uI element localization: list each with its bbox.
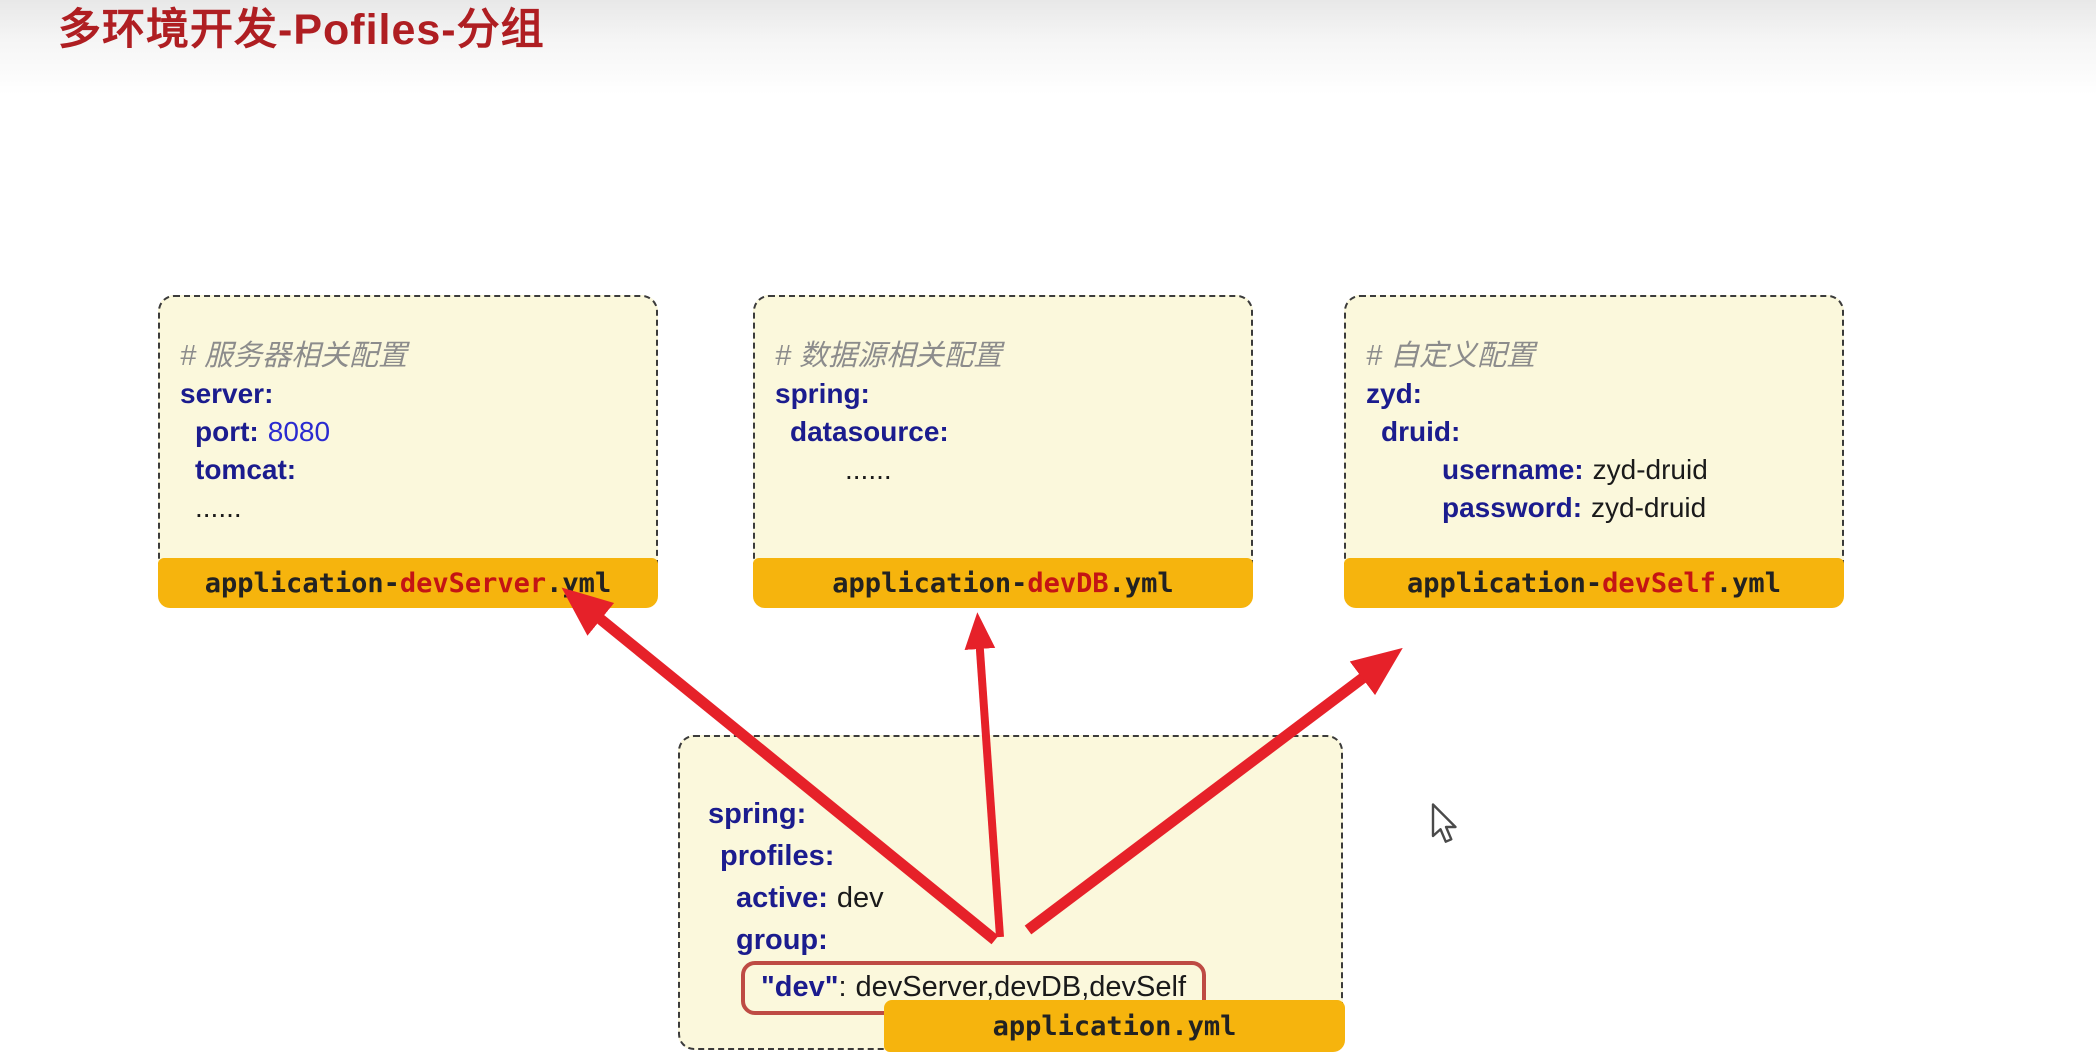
filename-band-devserver: application-devServer.yml <box>158 558 658 608</box>
filename: application.yml <box>992 1010 1237 1042</box>
yaml-line: username: zyd-druid <box>1366 451 1834 489</box>
yaml-line: group: <box>708 919 1333 961</box>
filename-prefix: application- <box>204 567 400 599</box>
filename-band-devself: application-devSelf.yml <box>1344 558 1844 608</box>
yaml-line: password: zyd-druid <box>1366 489 1834 527</box>
yaml-line: druid: <box>1366 413 1834 451</box>
yaml-key: tomcat: <box>195 454 297 485</box>
page-title: 多环境开发-Pofiles-分组 <box>58 6 545 54</box>
yaml-key: spring: <box>708 798 807 830</box>
yaml-line: server: <box>180 375 648 413</box>
yaml-key: "dev" <box>761 971 839 1003</box>
yaml-key: zyd: <box>1366 378 1422 409</box>
yaml-ellipsis: ...... <box>845 454 892 485</box>
yaml-comment: # 数据源相关配置 <box>775 340 1003 372</box>
filename-ext: .yml <box>1715 567 1781 599</box>
yaml-line: spring: <box>708 793 1333 835</box>
config-box-devself: # 自定义配置 zyd: druid: username:zyd-druid p… <box>1344 295 1844 608</box>
yaml-line: spring: <box>775 375 1243 413</box>
yaml-line: port: 8080 <box>180 413 648 451</box>
config-box-devserver: # 服务器相关配置 server: port: 8080 tomcat: ....… <box>158 295 658 608</box>
yaml-value: dev <box>836 882 884 914</box>
yaml-key: password: <box>1442 492 1583 523</box>
yaml-key: username: <box>1442 454 1584 485</box>
yaml-line: datasource: <box>775 413 1243 451</box>
yaml-key: spring: <box>775 378 870 409</box>
config-box-application: spring: profiles: active:dev group: "dev… <box>678 735 1345 1052</box>
yaml-key: group: <box>736 924 828 956</box>
mouse-cursor-icon <box>1431 803 1457 843</box>
filename-ext: .yml <box>546 567 612 599</box>
yaml-value: zyd-druid <box>1592 454 1708 485</box>
yaml-key: druid: <box>1381 416 1461 447</box>
filename-band-application: application.yml <box>884 1000 1345 1052</box>
filename-prefix: application- <box>832 567 1028 599</box>
yaml-key: profiles: <box>720 840 835 872</box>
yaml-key: server: <box>180 378 274 409</box>
yaml-value: zyd-druid <box>1591 492 1707 523</box>
yaml-code-devdb: # 数据源相关配置 spring: datasource: ...... <box>775 337 1243 489</box>
yaml-key: datasource: <box>790 416 949 447</box>
yaml-code-application: spring: profiles: active:dev group: "dev… <box>708 793 1333 1015</box>
yaml-ellipsis: ...... <box>195 492 242 523</box>
filename-ext: .yml <box>1108 567 1174 599</box>
filename-band-devdb: application-devDB.yml <box>753 558 1253 608</box>
yaml-line: zyd: <box>1366 375 1834 413</box>
yaml-value: devServer,devDB,devSelf <box>855 971 1187 1003</box>
yaml-comment: # 自定义配置 <box>1366 340 1536 372</box>
yaml-line: active:dev <box>708 877 1333 919</box>
yaml-code-devserver: # 服务器相关配置 server: port: 8080 tomcat: ....… <box>180 337 648 527</box>
config-box-devdb: # 数据源相关配置 spring: datasource: ...... app… <box>753 295 1253 608</box>
filename-prefix: application- <box>1407 567 1603 599</box>
yaml-line: tomcat: <box>180 451 648 489</box>
yaml-key: active: <box>736 882 828 914</box>
yaml-code-devself: # 自定义配置 zyd: druid: username:zyd-druid p… <box>1366 337 1834 527</box>
yaml-colon: : <box>838 971 847 1003</box>
filename-env: devDB <box>1027 567 1109 599</box>
yaml-key: port: <box>195 416 259 447</box>
yaml-line: profiles: <box>708 835 1333 877</box>
filename-env: devServer <box>399 567 547 599</box>
filename-env: devSelf <box>1602 567 1716 599</box>
yaml-value: 8080 <box>267 416 331 447</box>
yaml-comment: # 服务器相关配置 <box>180 340 408 372</box>
